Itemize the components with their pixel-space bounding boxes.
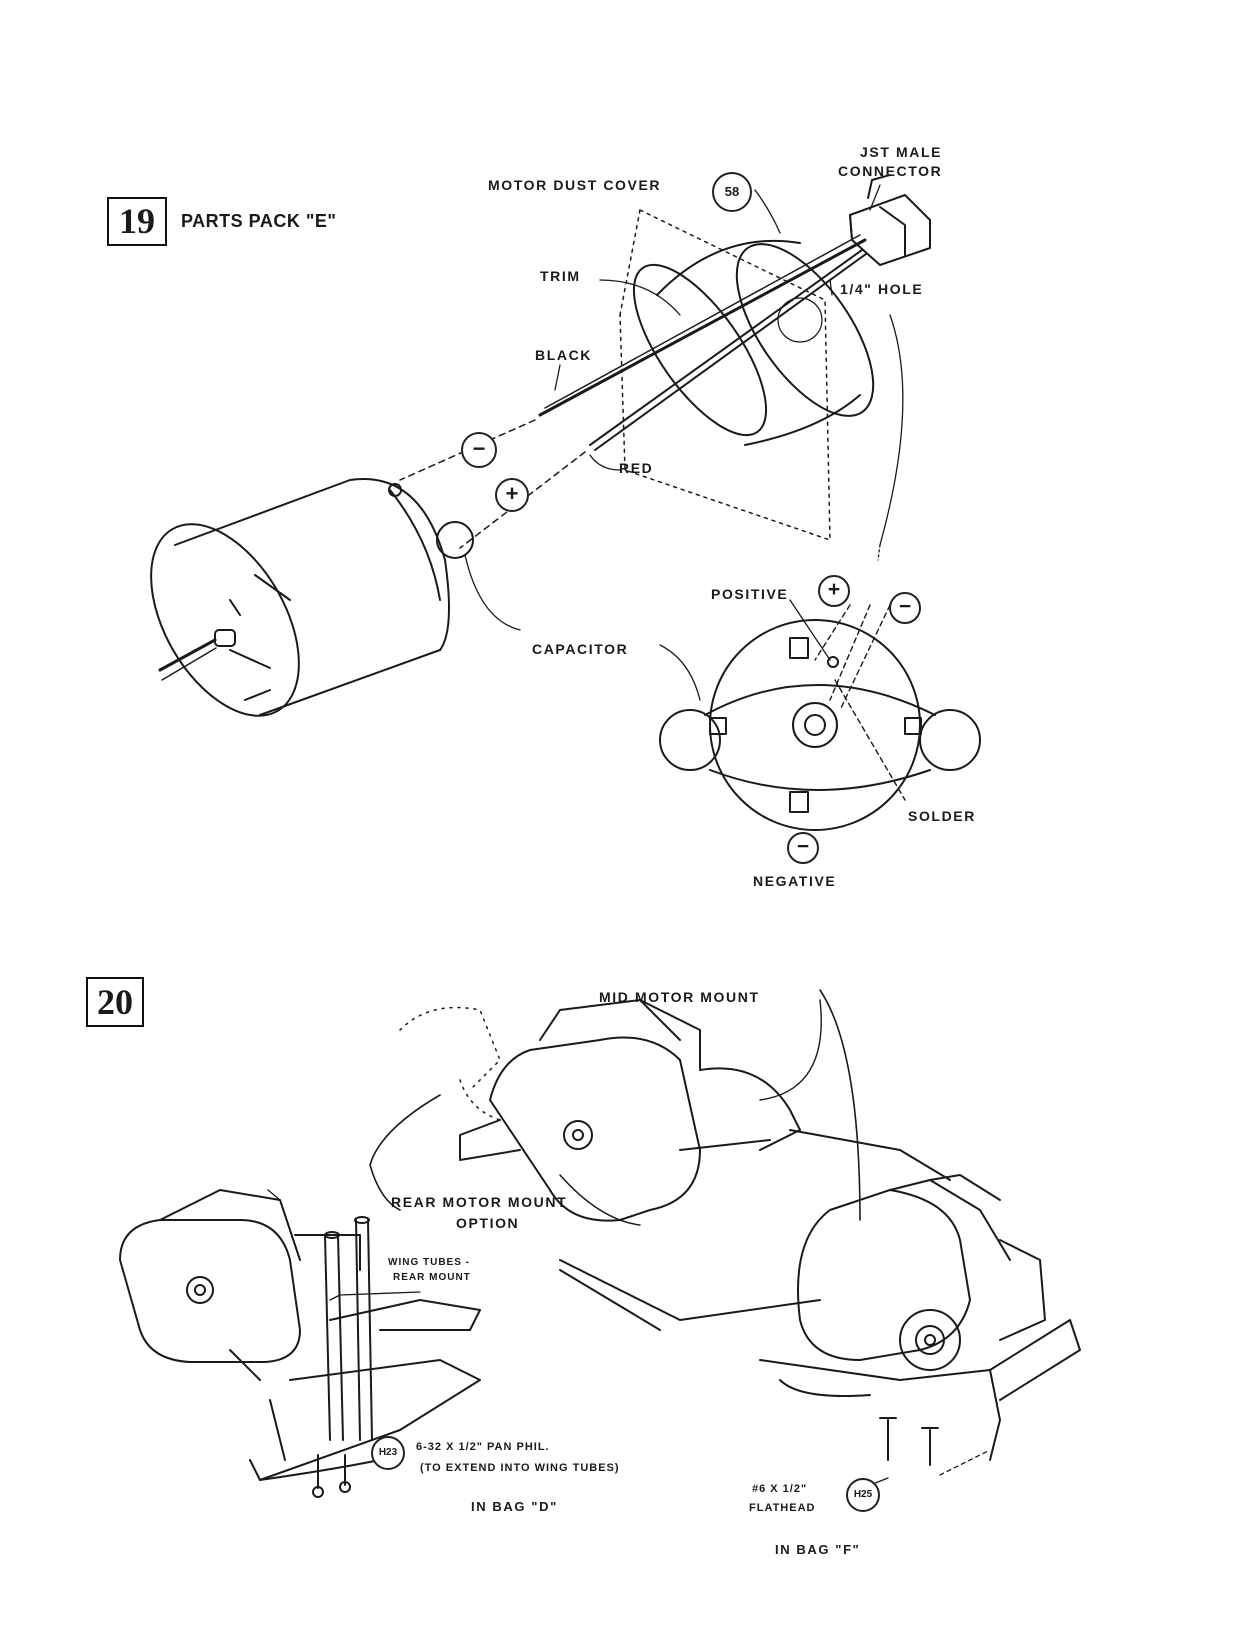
hole-label: 1/4" HOLE	[840, 281, 924, 297]
dust-cover-plate	[619, 209, 831, 541]
part-number-h25: H25	[846, 1478, 880, 1512]
rear-option-arrow	[369, 1094, 441, 1211]
motor-dust-cover-label: MOTOR DUST COVER	[488, 177, 662, 193]
jst-label-line1: JST MALE	[860, 144, 943, 160]
lead-wires	[538, 234, 867, 451]
solder-leaders	[814, 604, 906, 801]
part-number-h23: H23	[371, 1436, 405, 1470]
negative-terminal-symbol-3: −	[787, 832, 819, 864]
negative-label: NEGATIVE	[753, 873, 837, 889]
mid-motor-mount-label: MID MOTOR MOUNT	[599, 989, 760, 1005]
h23-spec-line1: 6-32 X 1/2" PAN PHIL.	[416, 1441, 550, 1453]
positive-label: POSITIVE	[711, 586, 789, 602]
step-20-number: 20	[86, 977, 144, 1027]
mid-mount-chassis-right	[759, 1174, 1081, 1466]
step-19-number: 19	[107, 197, 167, 246]
motor-dust-cover-ring	[632, 239, 875, 446]
red-wire-label: RED	[619, 460, 654, 476]
jst-label-line2: CONNECTOR	[838, 163, 943, 179]
positive-terminal-symbol-2: +	[818, 575, 850, 607]
wing-tubes-label-line1: WING TUBES -	[388, 1257, 470, 1268]
h23-spec-line2: (TO EXTEND INTO WING TUBES)	[420, 1462, 620, 1474]
in-bag-f-label: IN BAG "F"	[775, 1542, 861, 1557]
black-wire-label: BLACK	[535, 347, 592, 363]
capacitor-leaders	[464, 554, 701, 701]
rear-mount-label-line1: REAR MOTOR MOUNT	[391, 1194, 568, 1210]
rear-mount-label-line2: OPTION	[456, 1215, 520, 1231]
rear-motor-mount-chassis	[119, 1189, 481, 1498]
negative-terminal-symbol-2: −	[889, 592, 921, 624]
part-number-58: 58	[712, 172, 752, 212]
h25-spec-line1: #6 X 1/2"	[752, 1483, 808, 1495]
leader-lines-19	[554, 184, 904, 561]
mid-motor-mount-chassis	[459, 999, 951, 1331]
solder-label: SOLDER	[908, 808, 976, 824]
positive-terminal-symbol-1: +	[495, 478, 529, 512]
parts-pack-title: PARTS PACK "E"	[181, 211, 337, 231]
mount-outline-dotted	[399, 1006, 501, 1121]
trim-label: TRIM	[540, 268, 581, 284]
wing-tubes-label-line2: REAR MOUNT	[393, 1272, 471, 1283]
electric-motor	[150, 478, 474, 717]
negative-terminal-symbol-1: −	[461, 432, 497, 468]
capacitor-label: CAPACITOR	[532, 641, 629, 657]
in-bag-d-label: IN BAG "D"	[471, 1499, 558, 1514]
h25-spec-line2: FLATHEAD	[749, 1502, 816, 1514]
jst-connector	[849, 174, 931, 266]
motor-rear-view	[659, 619, 981, 831]
